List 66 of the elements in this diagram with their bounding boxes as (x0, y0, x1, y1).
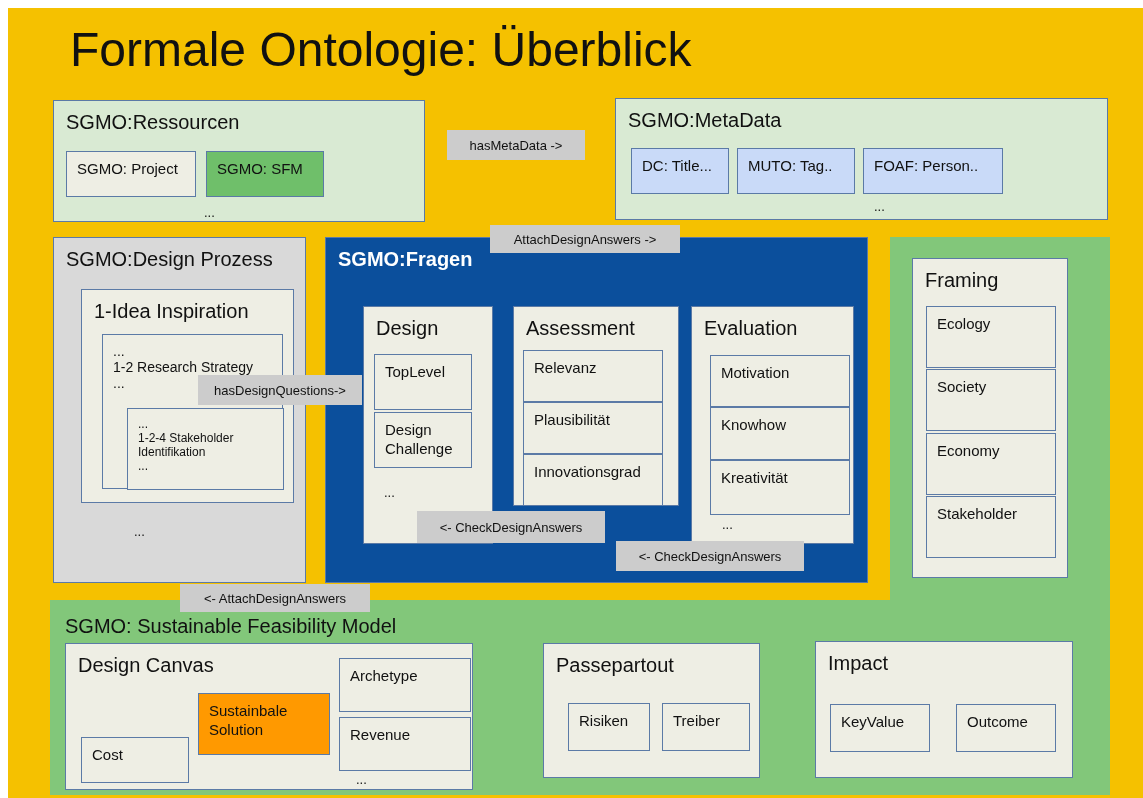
concept-box: Society (926, 369, 1056, 431)
panel-title: SGMO:MetaData (628, 109, 782, 132)
concept-box (127, 408, 284, 490)
group-panel (53, 100, 425, 222)
panel-title: Impact (828, 652, 889, 675)
concept-box: Cost (81, 737, 189, 783)
concept-box: Revenue (339, 717, 471, 771)
panel-title: Assessment (526, 317, 635, 340)
concept-box: Archetype (339, 658, 471, 712)
concept-box: TopLevel (374, 354, 472, 410)
concept-box: DC: Title... (631, 148, 729, 194)
concept-box: SGMO: Project (66, 151, 196, 197)
ellipsis-text: ... (874, 199, 885, 214)
concept-box: Treiber (662, 703, 750, 751)
group-panel (815, 641, 1073, 778)
panel-title: SGMO:Fragen (338, 248, 473, 271)
relation-tag: <- CheckDesignAnswers (616, 541, 804, 571)
concept-box: Plausibilität (523, 402, 663, 454)
concept-box: SGMO: SFM (206, 151, 324, 197)
panel-title: Design Canvas (78, 654, 214, 677)
ellipsis-text: ... (356, 772, 367, 787)
relation-tag: <- CheckDesignAnswers (417, 511, 605, 543)
ellipsis-text: ... (113, 375, 126, 391)
group-panel (543, 643, 760, 778)
concept-box: Motivation (710, 355, 850, 407)
concept-box: Design Challenge (374, 412, 472, 468)
panel-title: SGMO: Sustainable Feasibility Model (65, 615, 397, 638)
concept-box: Knowhow (710, 407, 850, 460)
concept-box: Ecology (926, 306, 1056, 368)
group-panel (615, 98, 1108, 220)
relation-tag: <- AttachDesignAnswers (180, 584, 370, 612)
page-title: Formale Ontologie: Überblick (70, 22, 692, 77)
relation-tag: AttachDesignAnswers -> (490, 225, 680, 253)
concept-box: Outcome (956, 704, 1056, 752)
concept-box: Relevanz (523, 350, 663, 402)
panel-title: Evaluation (704, 317, 798, 340)
concept-box: Innovationsgrad (523, 454, 663, 506)
concept-box: Economy (926, 433, 1056, 495)
concept-box: Risiken (568, 703, 650, 751)
concept-box: FOAF: Person.. (863, 148, 1003, 194)
panel-title: SGMO:Ressourcen (66, 111, 240, 134)
ellipsis-text: ... (113, 343, 126, 359)
concept-box: Sustainbale Solution (198, 693, 330, 755)
group-panel (65, 643, 473, 790)
group-panel (691, 306, 854, 544)
concept-box: Stakeholder (926, 496, 1056, 558)
panel-title: SGMO:Design Prozess (66, 248, 273, 271)
panel-title: 1-Idea Inspiration (94, 300, 249, 323)
group-panel (513, 306, 679, 506)
ellipsis-text: ... (138, 459, 149, 473)
panel-title: Passepartout (556, 654, 674, 677)
group-panel (912, 258, 1068, 578)
ellipsis-text: ... (722, 517, 733, 532)
panel-title: Design (376, 317, 439, 340)
concept-box: KeyValue (830, 704, 930, 752)
ellipsis-text: ... (138, 417, 149, 431)
ellipsis-text: ... (134, 524, 145, 539)
relation-tag: hasDesignQuestions-> (198, 375, 362, 405)
box-label: 1-2 Research Strategy (113, 359, 255, 375)
relation-tag: hasMetaData -> (447, 130, 585, 160)
concept-box: MUTO: Tag.. (737, 148, 855, 194)
ellipsis-text: ... (204, 205, 215, 220)
box-label: 1-2-4 Stakeholder Identifikation (138, 431, 235, 459)
ellipsis-text: ... (384, 485, 395, 500)
concept-box: Kreativität (710, 460, 850, 515)
panel-title: Framing (925, 269, 999, 292)
